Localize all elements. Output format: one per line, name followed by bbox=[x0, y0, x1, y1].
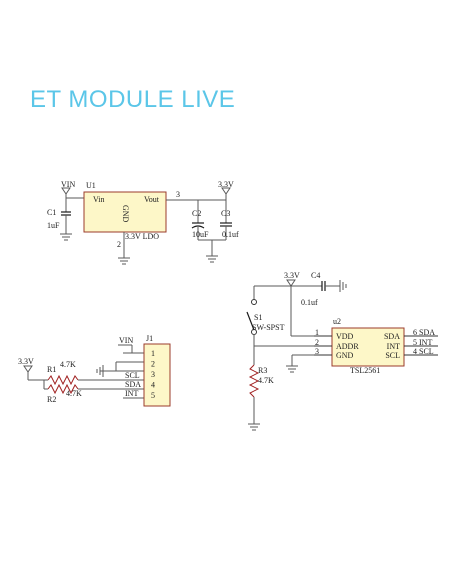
u2-pin-label: GND bbox=[336, 351, 354, 360]
u2-pin-label: SCL bbox=[385, 351, 400, 360]
s1-value: SW-SPST bbox=[252, 323, 285, 332]
c3-ref: C3 bbox=[221, 209, 230, 218]
ground-symbol bbox=[118, 257, 130, 265]
u2-pin-number: 3 bbox=[315, 347, 319, 356]
c4-ref: C4 bbox=[311, 271, 320, 280]
v33-power-flag: 3.3V bbox=[18, 357, 34, 373]
v33-label: 3.3V bbox=[218, 180, 234, 189]
c3-value: 0.1uf bbox=[222, 230, 239, 239]
c2-value: 10uF bbox=[192, 230, 209, 239]
capacitor-c3: C3 0.1uf bbox=[220, 200, 239, 240]
u2-net-label: INT bbox=[419, 338, 432, 347]
v33-label: 3.3V bbox=[284, 271, 300, 280]
s1-ref: S1 bbox=[254, 313, 262, 322]
v33-power-flag: 3.3V bbox=[284, 271, 300, 287]
u2-value: TSL2561 bbox=[350, 366, 380, 375]
u1-pin-gnd: GND bbox=[121, 205, 130, 223]
resistor-r1: R1 4.7K bbox=[47, 360, 79, 386]
j1-pin-number: 3 bbox=[151, 370, 155, 379]
u2-pin-number: 4 bbox=[413, 347, 417, 356]
vin-power-flag bbox=[118, 344, 133, 353]
v33-label: 3.3V bbox=[18, 357, 34, 366]
j1-pin-number: 5 bbox=[151, 391, 155, 400]
ground-symbol bbox=[286, 365, 298, 373]
j1-ref: J1 bbox=[146, 334, 153, 343]
u1-ref: U1 bbox=[86, 181, 96, 190]
vin-power-flag: VIN bbox=[61, 180, 75, 195]
u2-pin-label: INT bbox=[387, 342, 400, 351]
u2-pin-number: 6 bbox=[413, 328, 417, 337]
u2-pin-label: VDD bbox=[336, 332, 354, 341]
u1-pin-vout: Vout bbox=[144, 195, 160, 204]
resistor-r2: R2 4.7K bbox=[47, 383, 82, 404]
r3-value: 4.7K bbox=[258, 376, 274, 385]
r3-ref: R3 bbox=[258, 366, 267, 375]
page-title: ET MODULE LIVE bbox=[30, 86, 236, 113]
u1-pin3-number: 3 bbox=[176, 190, 180, 199]
ground-symbol bbox=[206, 255, 218, 263]
j1-net-label: VIN bbox=[119, 336, 133, 345]
j1-pin-number: 4 bbox=[151, 381, 155, 390]
r2-value: 4.7K bbox=[66, 389, 82, 398]
resistor-r3: R3 4.7K bbox=[248, 364, 274, 398]
ground-symbol bbox=[96, 365, 104, 377]
ground-symbol bbox=[248, 423, 260, 431]
regulator-u1: U1 Vin Vout GND 3.3V LDO 2 bbox=[83, 181, 167, 249]
j1-pin-number: 2 bbox=[151, 360, 155, 369]
u2-pin-label: ADDR bbox=[336, 342, 359, 351]
u2-net-label: SDA bbox=[419, 328, 435, 337]
capacitor-c2: C2 10uF bbox=[191, 200, 209, 240]
j1-pin-number: 1 bbox=[151, 349, 155, 358]
j1-net-label: SCL bbox=[125, 371, 140, 380]
vin-label: VIN bbox=[61, 180, 75, 189]
u2-pin-number: 5 bbox=[413, 338, 417, 347]
j1-net-label: INT bbox=[125, 389, 138, 398]
j1-net-label: SDA bbox=[125, 380, 141, 389]
r2-ref: R2 bbox=[47, 395, 56, 404]
u2-pin-label: SDA bbox=[384, 332, 400, 341]
power-supply-section: VIN C1 1uF U1 Vin Vout GND 3.3V LDO 2 bbox=[47, 180, 239, 265]
u2-ref: u2 bbox=[333, 317, 341, 326]
c1-value: 1uF bbox=[47, 221, 60, 230]
u2-pin-number: 2 bbox=[315, 338, 319, 347]
c2-ref: C2 bbox=[192, 209, 201, 218]
u1-pin-vin: Vin bbox=[93, 195, 105, 204]
u2-net-label: SCL bbox=[419, 347, 434, 356]
r1-value: 4.7K bbox=[60, 360, 76, 369]
ground-symbol bbox=[60, 233, 72, 241]
capacitor-c1: C1 1uF bbox=[47, 198, 71, 234]
v33-power-flag: 3.3V bbox=[218, 180, 234, 195]
sensor-section: 3.3V C4 0.1uf S1 SW-SPST bbox=[246, 271, 438, 431]
u2-pin-number: 1 bbox=[315, 328, 319, 337]
switch-s1: S1 SW-SPST bbox=[246, 286, 285, 335]
c4-value: 0.1uf bbox=[301, 298, 318, 307]
r1-ref: R1 bbox=[47, 365, 56, 374]
capacitor-c4: C4 0.1uf bbox=[301, 271, 340, 307]
u1-pin2-number: 2 bbox=[117, 240, 121, 249]
c1-ref: C1 bbox=[47, 208, 56, 217]
u1-value: 3.3V LDO bbox=[125, 232, 159, 241]
ground-symbol bbox=[339, 280, 347, 292]
connector-section: 3.3V R1 4.7K R2 4.7K bbox=[18, 334, 171, 407]
